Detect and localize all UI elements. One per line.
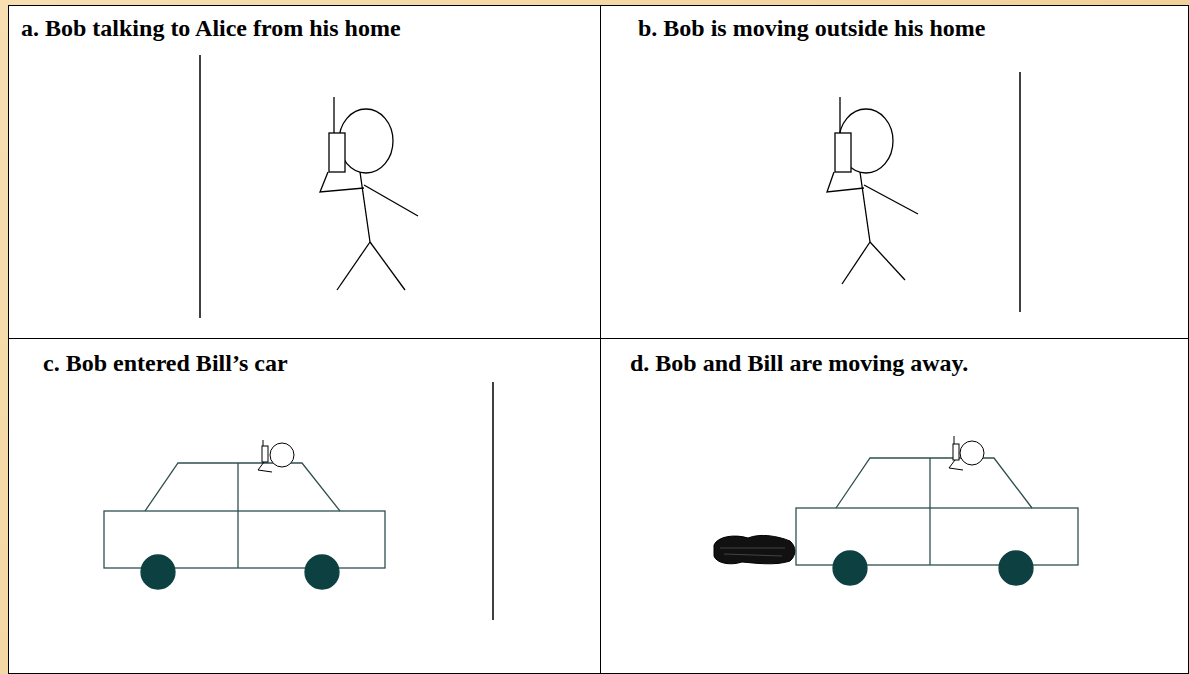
- panel-caption: d. Bob and Bill are moving away.: [630, 349, 968, 377]
- exhaust-smoke: [714, 535, 795, 563]
- car: [796, 458, 1078, 585]
- panel-caption: c. Bob entered Bill’s car: [43, 349, 288, 377]
- car: [104, 463, 385, 589]
- panel-a: a. Bob talking to Alice from his home: [8, 5, 601, 339]
- wall-line: [492, 382, 494, 620]
- wall-line: [1019, 72, 1021, 312]
- panel-caption: a. Bob talking to Alice from his home: [21, 14, 401, 42]
- stick-figure: [827, 97, 918, 284]
- stick-figure: [320, 97, 418, 290]
- panel-c: c. Bob entered Bill’s car: [8, 338, 601, 674]
- panel-caption: b. Bob is moving outside his home: [638, 14, 985, 42]
- panel-d: d. Bob and Bill are moving away.: [600, 338, 1189, 674]
- passenger: [258, 440, 294, 472]
- wall-line: [199, 55, 201, 318]
- panel-b: b. Bob is moving outside his home: [600, 5, 1189, 339]
- passenger: [949, 436, 984, 470]
